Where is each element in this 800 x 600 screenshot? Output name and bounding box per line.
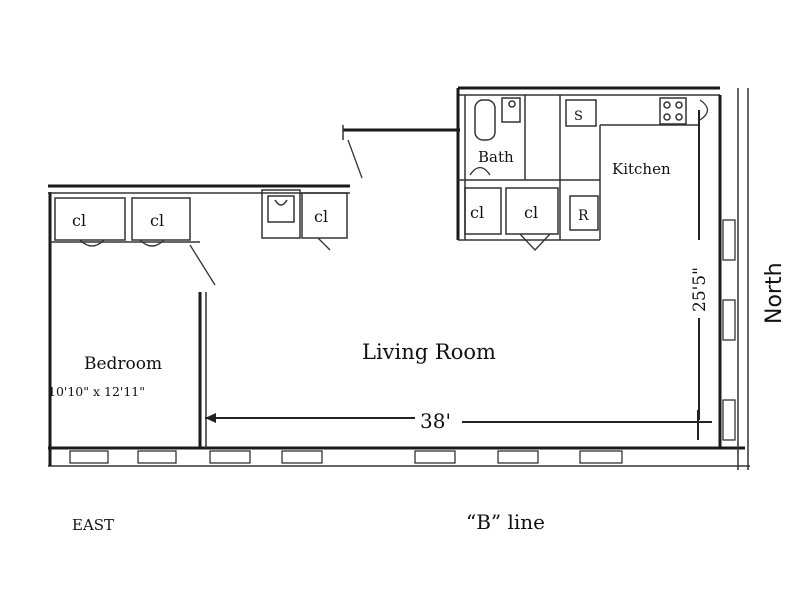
bedroom-size-label: 10'10" x 12'11" xyxy=(48,384,145,399)
sink-label: S xyxy=(574,109,583,124)
width-dimension-label: 38' xyxy=(420,409,451,433)
closet-label-1: cl xyxy=(72,211,86,230)
closet-label-4: cl xyxy=(470,203,484,222)
north-label: North xyxy=(762,262,787,324)
outer-walls xyxy=(48,86,750,470)
living-room-label: Living Room xyxy=(362,340,496,364)
bedroom-label: Bedroom xyxy=(84,354,162,374)
bedroom-walls xyxy=(50,241,207,448)
closet-label-5: cl xyxy=(524,203,538,222)
east-label: EAST xyxy=(72,516,114,534)
depth-dimension-label: 25'5" xyxy=(690,267,710,312)
closet-label-3: cl xyxy=(314,207,328,226)
bath-kitchen-block xyxy=(456,88,709,251)
bath-label: Bath xyxy=(478,148,514,166)
entry-door xyxy=(347,139,363,179)
right-windows xyxy=(722,219,736,441)
left-closets xyxy=(54,189,348,286)
kitchen-label: Kitchen xyxy=(612,160,671,178)
bottom-windows xyxy=(69,450,623,464)
b-line-label: “B” line xyxy=(466,510,545,534)
closet-label-2: cl xyxy=(150,211,164,230)
refrigerator-label: R xyxy=(578,208,589,224)
dimension-width-line xyxy=(205,410,712,440)
